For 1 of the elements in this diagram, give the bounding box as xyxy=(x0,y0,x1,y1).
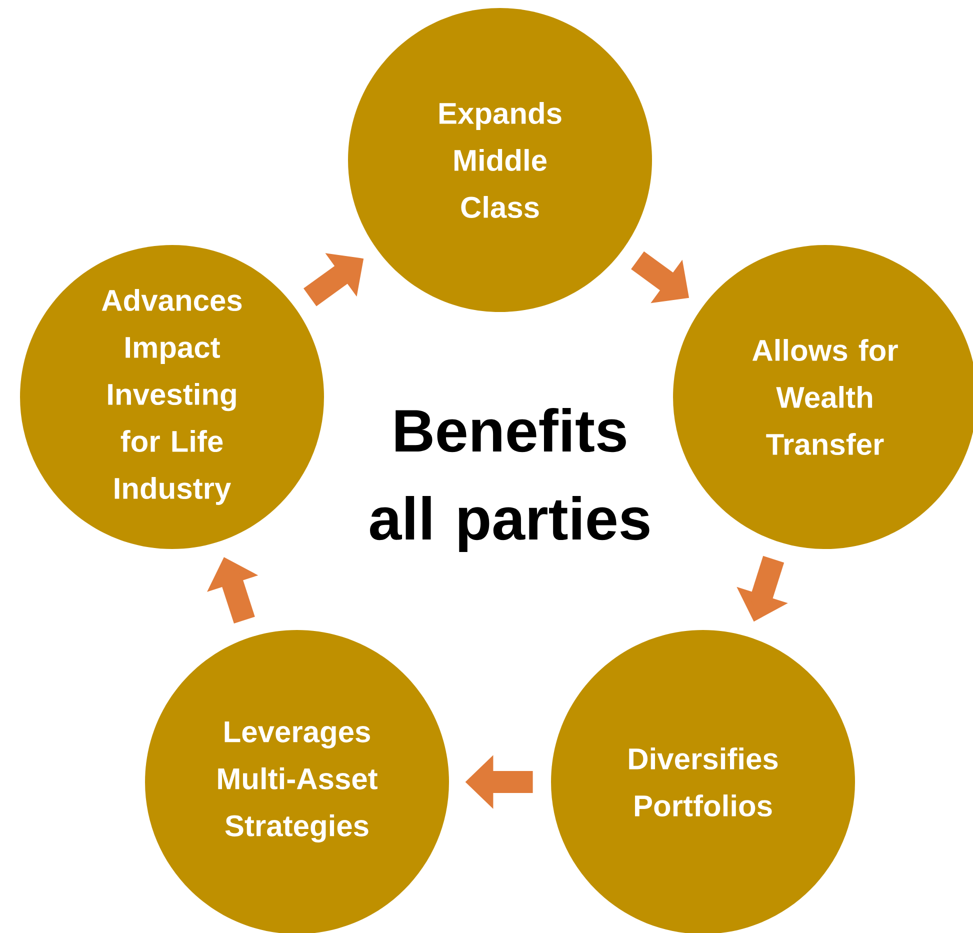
center-heading: Benefits all parties xyxy=(370,408,650,552)
